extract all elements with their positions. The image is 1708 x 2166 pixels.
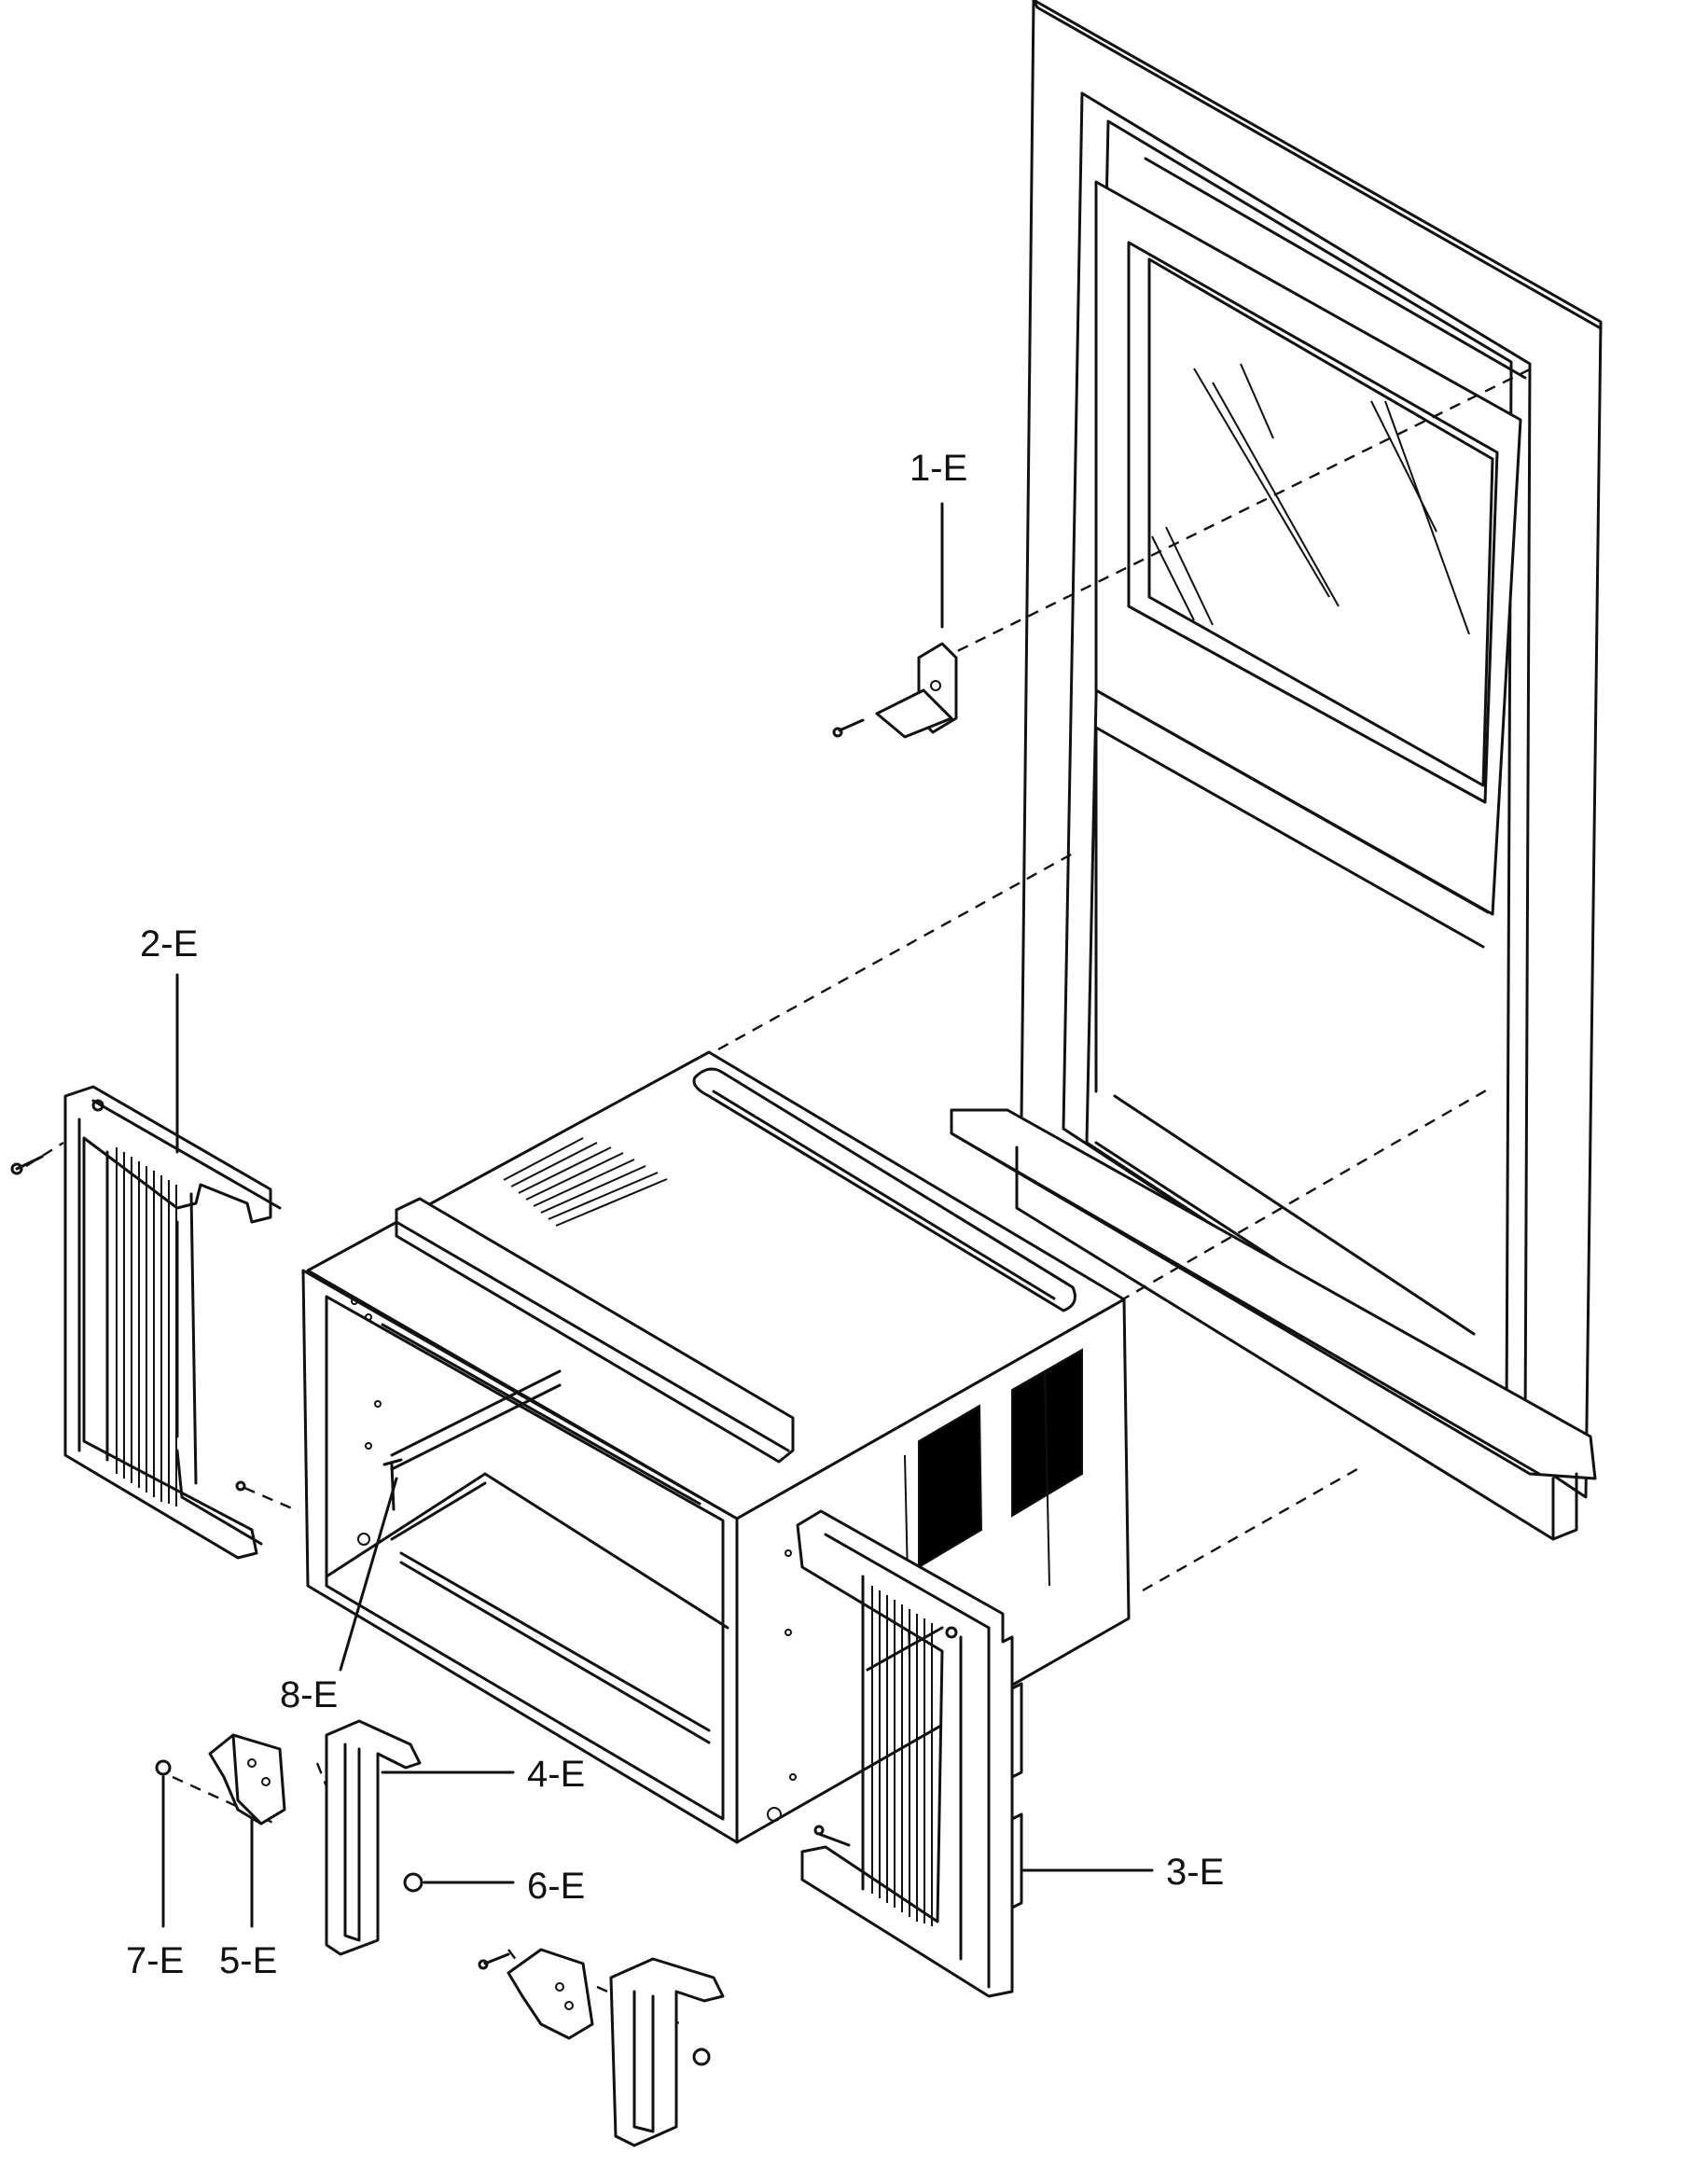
- part-6-nut: [403, 1872, 515, 1893]
- top-vent: [503, 1137, 668, 1227]
- part-4-support-leg: [325, 1719, 515, 1956]
- part-1-bracket: [832, 502, 958, 739]
- callout-labels: 1-E 2-E 3-E 4-E 5-E 6-E 7-E 8-E: [126, 448, 1224, 1981]
- label-part-5: 5-E: [219, 1940, 277, 1981]
- label-part-3: 3-E: [1166, 1852, 1224, 1893]
- ac-cabinet: [301, 1050, 1131, 1844]
- side-vent: [904, 1348, 1083, 1661]
- part-7-screw: [155, 1759, 172, 1928]
- label-part-1: 1-E: [910, 448, 967, 489]
- label-part-6: 6-E: [527, 1866, 585, 1907]
- label-part-8: 8-E: [280, 1674, 338, 1715]
- part-3-right-curtain: [796, 1509, 1154, 1998]
- window-frame: [950, 0, 1603, 1541]
- label-part-7: 7-E: [126, 1940, 184, 1981]
- part-5-mount-bracket: [208, 1733, 286, 1928]
- label-part-4: 4-E: [527, 1754, 585, 1795]
- lower-support-set: [478, 1948, 725, 2147]
- accordion-pleats-right: [871, 1586, 933, 1926]
- part-2-left-curtain: [10, 973, 282, 1560]
- label-part-2: 2-E: [140, 923, 198, 965]
- part-8-screw: [339, 1458, 403, 1672]
